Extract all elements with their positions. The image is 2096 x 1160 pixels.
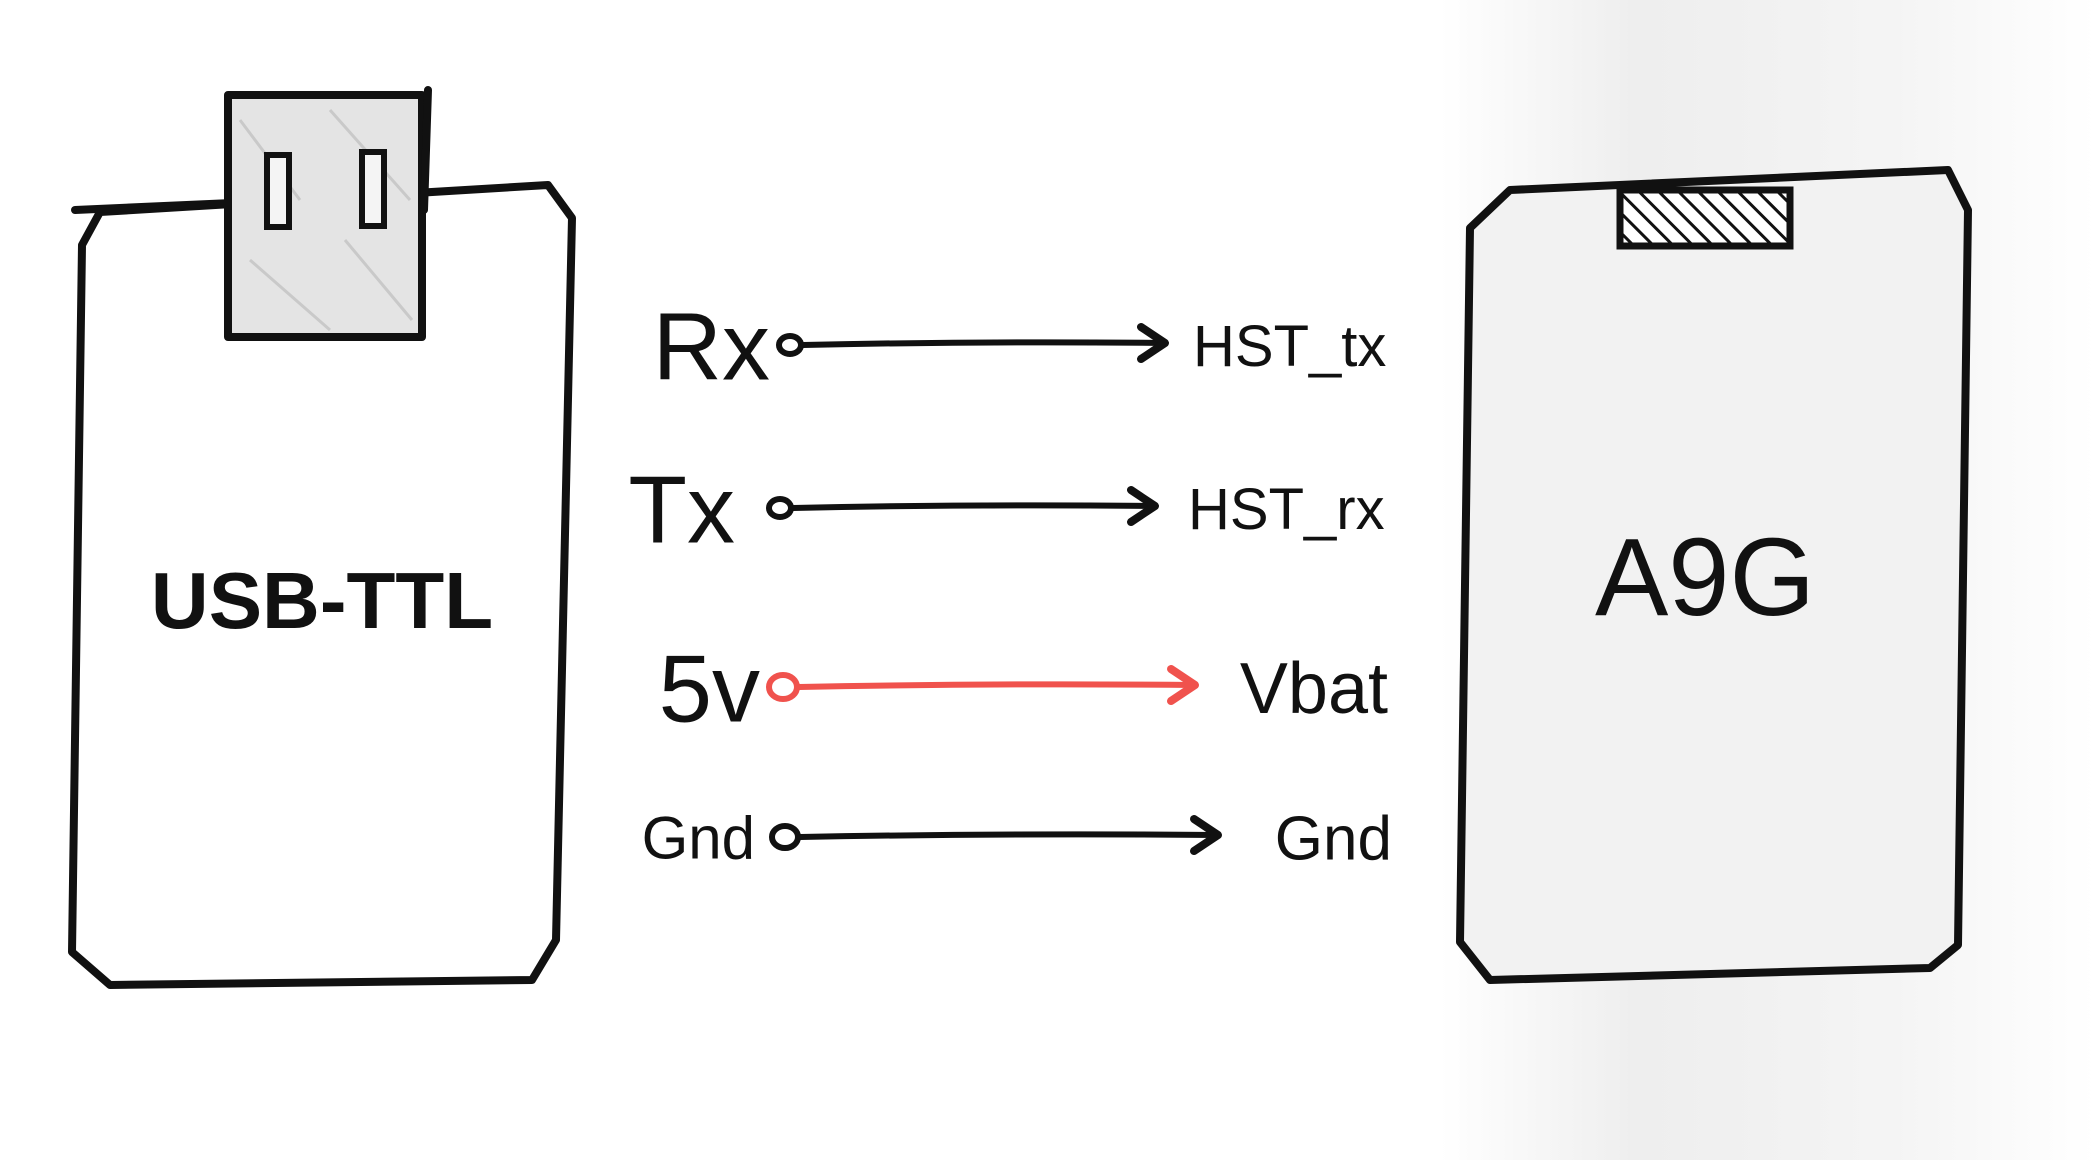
connection-tx-hst-rx: Tx HST_rx	[628, 457, 1384, 564]
usb-plug-pin-right	[359, 149, 387, 229]
a9g-label: A9G	[1595, 516, 1815, 639]
wire-line	[797, 831, 1221, 840]
arrowhead	[1137, 323, 1169, 363]
usb-ttl-label: USB-TTL	[151, 556, 493, 645]
pin-label-hst-tx: HST_tx	[1193, 314, 1386, 379]
a9g-board	[1456, 166, 1972, 984]
pin-label-gnd: Gnd	[1275, 804, 1392, 873]
pin-label-hst-rx: HST_rx	[1188, 477, 1385, 542]
pin-label-5v: 5v	[659, 636, 760, 743]
usb-ttl-board-top-edge-overhang	[71, 199, 236, 214]
wire-line	[790, 502, 1158, 511]
wire-line	[800, 339, 1168, 348]
wire-line	[796, 681, 1198, 690]
usb-plug-body	[224, 91, 426, 341]
pin-dot	[766, 496, 794, 520]
usb-plug-right-edge-tick	[420, 86, 432, 214]
usb-plug-pin-left	[264, 152, 292, 230]
arrowhead	[1167, 665, 1199, 705]
arrowhead	[1190, 815, 1222, 855]
connection-gnd-gnd: Gnd Gnd	[642, 804, 1392, 873]
usb-ttl-board-outline	[68, 181, 576, 989]
usb-ttl-board	[68, 181, 576, 989]
pin-dot	[776, 333, 804, 357]
a9g-board-outline	[1456, 166, 1972, 984]
pin-label-gnd: Gnd	[642, 805, 755, 872]
hatched-connector-icon	[1616, 186, 1794, 250]
usb-plug-icon	[224, 86, 432, 341]
pin-dot	[766, 672, 800, 702]
pin-label-tx: Tx	[628, 457, 735, 564]
pin-label-rx: Rx	[653, 294, 770, 401]
arrowhead	[1127, 486, 1159, 526]
pin-dot	[769, 823, 801, 851]
pin-label-vbat: Vbat	[1240, 649, 1388, 729]
connection-rx-hst-tx: Rx HST_tx	[653, 294, 1387, 401]
connection-5v-vbat: 5v Vbat	[659, 636, 1388, 743]
